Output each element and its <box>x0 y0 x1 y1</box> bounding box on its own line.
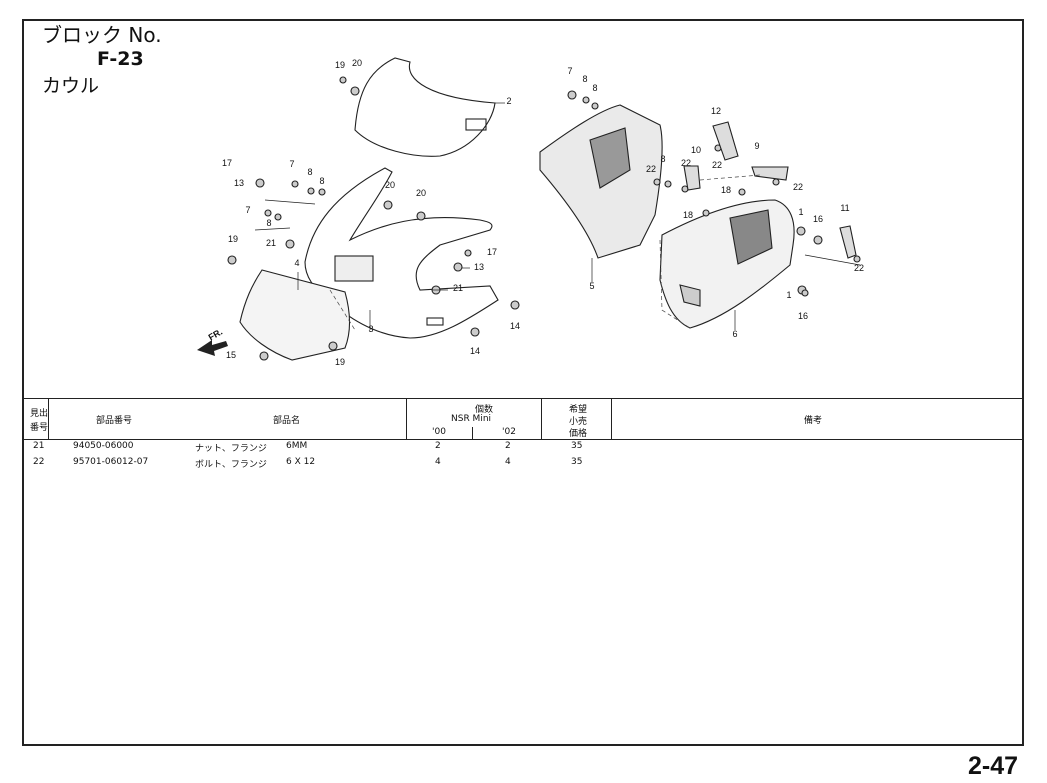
callout-8: 8 <box>582 74 587 84</box>
bracket-12-part <box>712 121 739 161</box>
callout-3: 3 <box>368 324 373 334</box>
callout-4: 4 <box>294 258 299 268</box>
callout-9: 9 <box>754 141 759 151</box>
callout-19: 19 <box>335 60 345 70</box>
callout-15: 15 <box>226 350 236 360</box>
callout-10: 10 <box>691 145 701 155</box>
callout-6: 6 <box>732 329 737 339</box>
callout-8: 8 <box>307 167 312 177</box>
callout-7: 7 <box>567 66 572 76</box>
table-header: 見出 番号 部品番号 部品名 個数 NSR Mini '00 '02 希望 小売… <box>24 398 1022 440</box>
header-price-line2: 小売 <box>569 417 588 427</box>
cell-qty-00: 2 <box>435 441 441 451</box>
header-price-line3: 価格 <box>569 429 588 439</box>
callout-8: 8 <box>319 176 324 186</box>
header-model: NSR Mini <box>451 414 492 424</box>
header-ref-line2: 番号 <box>30 423 49 433</box>
callout-22: 22 <box>681 158 691 168</box>
cell-price: 35 <box>571 457 583 467</box>
header-price-line1: 希望 <box>569 405 588 415</box>
block-label: ブロック No. <box>42 23 162 47</box>
exploded-parts-diagram: FR. 112345677788888891011121313141415161… <box>197 57 864 367</box>
callout-22: 22 <box>646 164 656 174</box>
svg-text:FR.: FR. <box>207 327 225 343</box>
page-number: 2-47 <box>968 752 1019 780</box>
table-row: 22 95701-06012-07 ボルト、フランジ 6 X 12 4 4 35 <box>24 457 1022 472</box>
header-qty: 個数 <box>475 405 494 415</box>
callout-17: 17 <box>487 247 497 257</box>
callout-21: 21 <box>453 283 463 293</box>
screen-panel-part <box>239 269 351 361</box>
header-ref-line1: 見出 <box>30 409 49 419</box>
section-name: カウル <box>42 75 100 97</box>
callout-22: 22 <box>712 160 722 170</box>
callout-8: 8 <box>660 154 665 164</box>
callout-20: 20 <box>416 188 426 198</box>
callout-11: 11 <box>840 203 849 213</box>
lower-cowl-part <box>659 199 795 329</box>
table-row: 21 94050-06000 ナット、フランジ 6MM 2 2 35 <box>24 441 1022 456</box>
cell-qty-00: 4 <box>435 457 441 467</box>
cell-part-spec: 6 X 12 <box>286 457 316 467</box>
page-frame <box>22 19 1024 746</box>
cell-part-name: ボルト、フランジ <box>195 460 267 470</box>
header-part-name: 部品名 <box>273 416 301 426</box>
callout-1: 1 <box>786 290 791 300</box>
callout-5: 5 <box>589 281 594 291</box>
callout-labels: 1123456777888888910111213131414151616171… <box>222 58 864 367</box>
front-direction-arrow: FR. <box>197 327 228 356</box>
callout-18: 18 <box>683 210 693 220</box>
callout-22: 22 <box>854 263 864 273</box>
callout-8: 8 <box>266 218 271 228</box>
cell-part-spec: 6MM <box>286 441 308 451</box>
cell-ref: 22 <box>33 457 45 467</box>
callout-12: 12 <box>711 106 721 116</box>
callout-8: 8 <box>592 83 597 93</box>
callout-22: 22 <box>793 182 803 192</box>
callout-21: 21 <box>266 238 276 248</box>
callout-1: 1 <box>798 207 803 217</box>
upper-cowl-part <box>304 167 499 339</box>
callout-18: 18 <box>721 185 731 195</box>
cell-part-name: ナット、フランジ <box>195 444 267 454</box>
bracket-10-part <box>683 165 701 191</box>
header-year-00: '00 <box>432 427 446 437</box>
callout-16: 16 <box>813 214 823 224</box>
bracket-9-part <box>751 166 789 181</box>
callout-13: 13 <box>234 178 244 188</box>
block-code: F-23 <box>97 48 144 70</box>
header-part-no: 部品番号 <box>96 416 133 426</box>
cell-qty-02: 4 <box>505 457 511 467</box>
callout-14: 14 <box>510 321 520 331</box>
header-year-02: '02 <box>502 427 516 437</box>
callout-20: 20 <box>352 58 362 68</box>
callout-16: 16 <box>798 311 808 321</box>
callout-14: 14 <box>470 346 480 356</box>
header-remarks: 備考 <box>804 416 823 426</box>
callout-13: 13 <box>474 262 484 272</box>
cell-qty-02: 2 <box>505 441 511 451</box>
callout-19: 19 <box>228 234 238 244</box>
cell-part-no: 94050-06000 <box>73 441 134 451</box>
windscreen-part <box>354 57 496 157</box>
callout-17: 17 <box>222 158 232 168</box>
callout-19: 19 <box>335 357 345 367</box>
callout-7: 7 <box>245 205 250 215</box>
cell-ref: 21 <box>33 441 45 451</box>
callout-2: 2 <box>506 96 511 106</box>
callout-7: 7 <box>289 159 294 169</box>
cell-part-no: 95701-06012-07 <box>73 457 149 467</box>
bracket-11-part <box>839 225 857 259</box>
cell-price: 35 <box>571 441 583 451</box>
callout-20: 20 <box>385 180 395 190</box>
